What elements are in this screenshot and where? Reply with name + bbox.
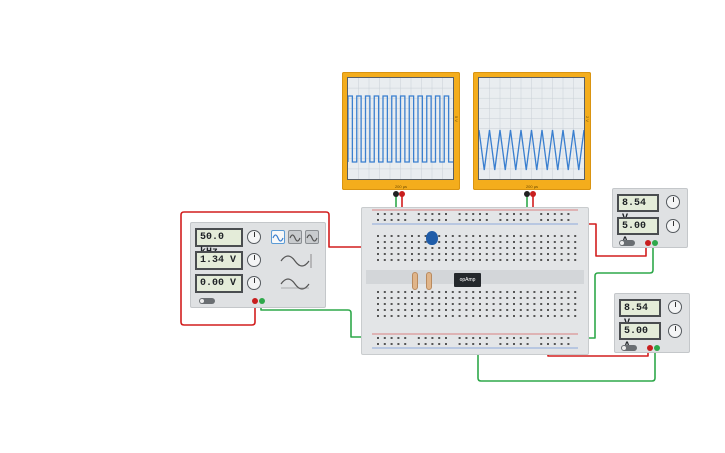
scope-screen xyxy=(347,77,454,180)
sine-icon xyxy=(272,234,284,242)
opamp-chip[interactable]: opAmp xyxy=(454,273,481,287)
scope1-ground-terminal[interactable] xyxy=(393,191,399,197)
scope-trace xyxy=(478,129,585,171)
frequency-display: 50.0 kHz xyxy=(195,228,243,258)
offset-knob[interactable] xyxy=(247,276,261,290)
function-generator[interactable]: 50.0 kHz 1.34 V 0.00 V xyxy=(190,222,326,308)
scope-volt-label: 2 V xyxy=(585,116,590,123)
scope-trace xyxy=(347,95,453,163)
scope-time-label: 200 µs xyxy=(394,184,408,189)
wire-fgen-red xyxy=(180,211,415,326)
scope-volt-label: 5 V xyxy=(454,116,459,123)
square-wave-button[interactable] xyxy=(305,230,319,244)
wire-psu2-green xyxy=(477,320,656,382)
psu-negative-terminal[interactable] xyxy=(652,240,658,246)
power-supply-bottom[interactable]: 8.54 V 5.00 A xyxy=(614,293,690,353)
current-display: 5.00 A xyxy=(617,217,659,247)
wire-fgen-green xyxy=(260,301,383,338)
oscilloscope-left[interactable]: 5 V 200 µs xyxy=(342,72,460,190)
current-knob[interactable] xyxy=(666,219,680,233)
psu-positive-terminal[interactable] xyxy=(645,240,651,246)
offset-display: 0.00 V xyxy=(195,274,243,293)
scope-time-label: 200 µs xyxy=(525,184,539,189)
power-switch[interactable] xyxy=(621,345,637,351)
amplitude-knob[interactable] xyxy=(247,253,261,267)
scope-screen xyxy=(478,77,585,180)
voltage-display: 8.54 V xyxy=(617,194,659,224)
amplitude-wave-icon xyxy=(280,254,312,268)
sine-wave-button[interactable] xyxy=(271,230,285,244)
resistor-1[interactable] xyxy=(412,272,418,290)
triangle-wave-button[interactable] xyxy=(288,230,302,244)
power-switch[interactable] xyxy=(619,240,635,246)
wire-psu1-green xyxy=(577,244,654,339)
voltage-knob[interactable] xyxy=(668,300,682,314)
current-display: 5.00 A xyxy=(619,322,661,352)
amplitude-display: 1.34 V xyxy=(195,251,243,270)
oscilloscope-right[interactable]: 2 V 200 µs xyxy=(473,72,591,190)
square-icon xyxy=(306,234,318,242)
scope1-probe-terminal[interactable] xyxy=(399,191,405,197)
fgen-negative-terminal[interactable] xyxy=(259,298,265,304)
offset-wave-icon xyxy=(280,278,310,290)
voltage-knob[interactable] xyxy=(666,195,680,209)
triangle-icon xyxy=(289,234,301,242)
fgen-positive-terminal[interactable] xyxy=(252,298,258,304)
wire-psu1-red xyxy=(577,223,647,257)
power-supply-top[interactable]: 8.54 V 5.00 A xyxy=(612,188,688,248)
psu-negative-terminal[interactable] xyxy=(654,345,660,351)
psu-positive-terminal[interactable] xyxy=(647,345,653,351)
frequency-knob[interactable] xyxy=(247,230,261,244)
scope-grid xyxy=(478,78,585,179)
current-knob[interactable] xyxy=(668,324,682,338)
voltage-display: 8.54 V xyxy=(619,299,661,329)
scope-grid xyxy=(347,78,453,179)
scope2-probe-terminal[interactable] xyxy=(530,191,536,197)
resistor-2[interactable] xyxy=(426,272,432,290)
scope2-ground-terminal[interactable] xyxy=(524,191,530,197)
capacitor[interactable] xyxy=(426,231,438,245)
power-switch[interactable] xyxy=(199,298,215,304)
